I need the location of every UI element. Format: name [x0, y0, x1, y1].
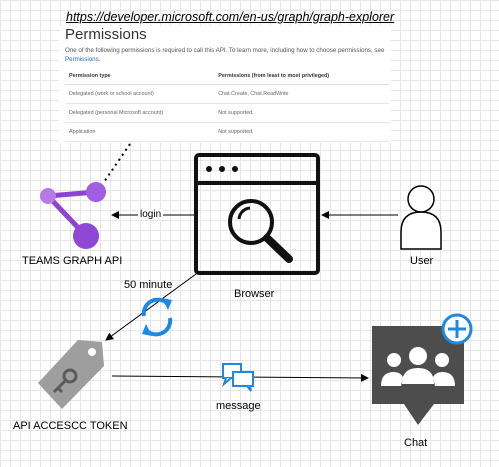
browser-icon[interactable] [194, 153, 320, 275]
table-cell: Application [65, 122, 215, 142]
chat-group-icon[interactable] [372, 326, 464, 425]
table-header-row: Permission type Permissions (from least … [65, 70, 389, 85]
permissions-panel: Permissions One of the following permiss… [59, 26, 391, 143]
table-cell: Delegated (work or school account) [65, 84, 215, 104]
token-arrow [105, 273, 197, 341]
table-cell: Not supported. [214, 103, 389, 123]
permissions-link[interactable]: Permissions. [65, 56, 101, 63]
table-cell: Delegated (personal Microsoft account) [65, 103, 215, 123]
table-header: Permissions (from least to most privileg… [214, 70, 389, 85]
browser-label: Browser [234, 288, 275, 300]
user-icon[interactable] [400, 185, 442, 250]
table-row: Delegated (work or school account) Chat.… [65, 84, 389, 104]
refresh-label: 50 minute [124, 279, 173, 291]
table-header: Permission type [65, 70, 215, 85]
graph-api-label: TEAMS GRAPH API [22, 255, 123, 267]
table-cell: Chat.Create, Chat.ReadWrite [214, 84, 389, 104]
permissions-description: One of the following permissions is requ… [65, 47, 385, 63]
permissions-title: Permissions [65, 26, 147, 43]
table-cell: Not supported. [214, 122, 389, 142]
user-label: User [410, 255, 434, 267]
table-row: Application Not supported. [65, 122, 389, 142]
chat-label: Chat [404, 437, 428, 449]
token-label: API ACCESCC TOKEN [13, 420, 128, 432]
dotted-connector [103, 143, 131, 183]
message-icon[interactable] [221, 363, 254, 392]
message-label: message [216, 400, 261, 412]
plus-badge-icon[interactable] [441, 313, 473, 345]
permissions-table: Permission type Permissions (from least … [65, 70, 389, 142]
graph-explorer-url[interactable]: https://developer.microsoft.com/en-us/gr… [66, 10, 395, 24]
key-tag-icon[interactable] [38, 340, 104, 409]
graph-api-icon[interactable] [40, 182, 106, 249]
login-label: login [138, 209, 164, 220]
refresh-icon[interactable] [141, 297, 173, 337]
table-row: Delegated (personal Microsoft account) N… [65, 103, 389, 123]
